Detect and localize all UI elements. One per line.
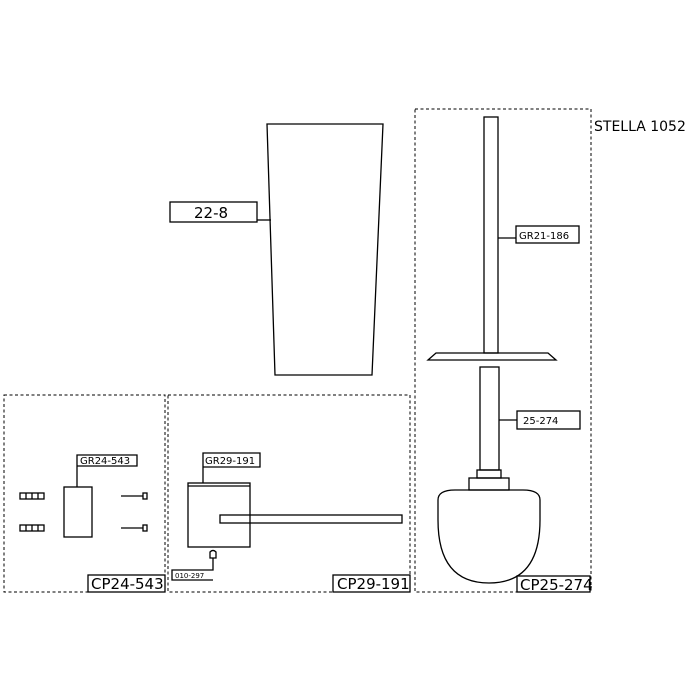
bracket-small-label: GR24-543 [80, 456, 130, 467]
bracket-holder-part: GR29-191 010-297 CP29-191 [171, 452, 411, 593]
bracket-small-part: GR24-543 CP24-543 [19, 454, 166, 593]
screw [121, 492, 148, 500]
group-middle-frame [167, 394, 411, 593]
group-left-frame [3, 394, 166, 593]
brush-head-label: 25-274 [523, 416, 558, 427]
bracket-holder-label: GR29-191 [205, 456, 255, 467]
brush-handle-label: GR21-186 [519, 231, 569, 242]
brush-part: GR21-186 25-274 CP25-274 [426, 116, 593, 594]
group-right-label: CP25-274 [520, 576, 593, 594]
wall-plug [19, 492, 45, 500]
wall-plug [19, 524, 45, 532]
group-right-frame [414, 108, 592, 593]
screw [121, 524, 148, 532]
group-middle-label: CP29-191 [337, 575, 410, 593]
glass-label: 22-8 [194, 204, 228, 222]
small-part-label: 010-297 [175, 572, 204, 580]
drawing-title: STELLA 1052 [594, 119, 686, 135]
glass-part: 22-8 [169, 123, 384, 376]
group-left-label: CP24-543 [91, 575, 164, 593]
